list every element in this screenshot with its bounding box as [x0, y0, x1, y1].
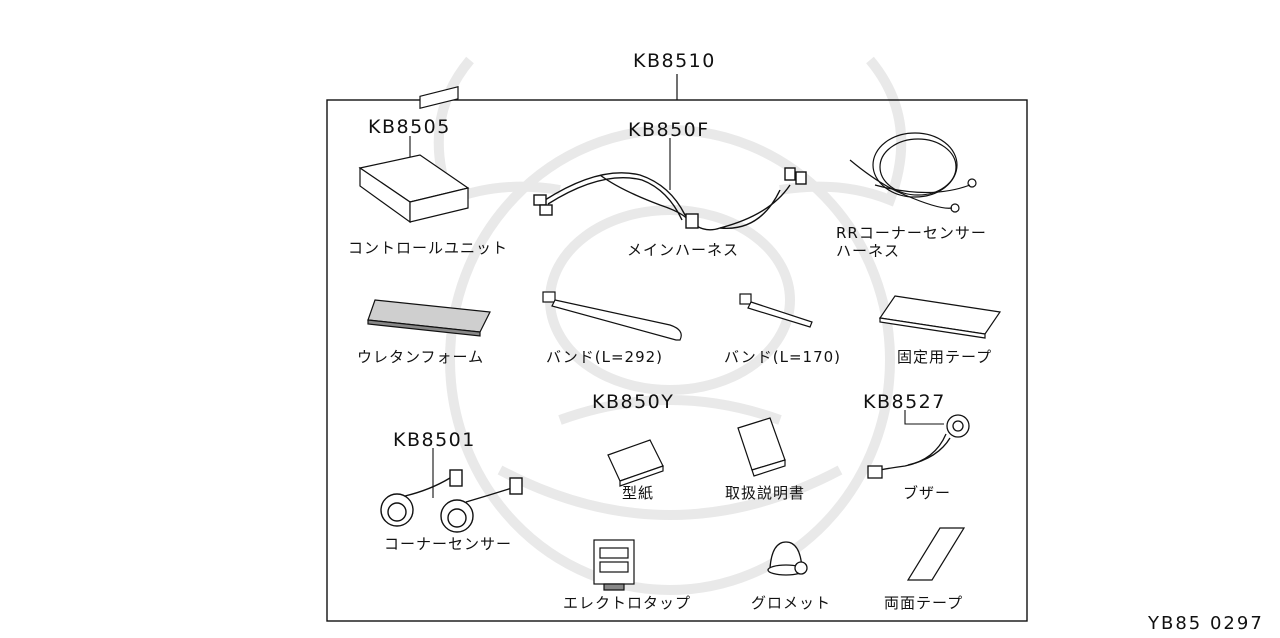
label-urethane-foam: ウレタンフォーム [357, 348, 485, 366]
rr-harness-drawing [849, 132, 977, 213]
label-rr-harness: RRコーナーセンサー [836, 224, 987, 242]
band-170-drawing [739, 293, 813, 328]
label-band-170: バンド(L=170) [724, 348, 842, 366]
label-grommet: グロメット [751, 594, 832, 612]
fixing-tape-drawing [878, 295, 1002, 339]
label-main-harness: メインハーネス [627, 241, 740, 259]
band-292-drawing [542, 291, 682, 341]
control-unit-drawing [358, 86, 470, 224]
part-code-control-unit: KB8505 [368, 116, 451, 138]
buzzer-drawing [867, 414, 970, 479]
drawing-reference-number: YB85 0297 [1148, 613, 1264, 634]
label-fixing-tape: 固定用テープ [897, 348, 993, 366]
part-code-main-harness: KB850F [628, 119, 710, 141]
label-electro-tap: エレクトロタップ [563, 594, 692, 612]
template-drawing [607, 439, 664, 487]
double-tape-drawing [906, 527, 966, 581]
label-manual: 取扱説明書 [725, 484, 806, 502]
urethane-foam-drawing [367, 299, 491, 337]
label-band-292: バンド(L=292) [546, 348, 664, 366]
kit-code: KB8510 [633, 50, 716, 72]
label-rr-harness-line2: ハーネス [836, 242, 901, 260]
main-harness-drawing [533, 167, 807, 231]
label-buzzer: ブザー [903, 484, 952, 502]
corner-sensor-drawing [380, 469, 523, 533]
part-code-buzzer: KB8527 [863, 391, 946, 413]
manual-drawing [737, 417, 786, 477]
grommet-drawing [767, 541, 808, 576]
label-corner-sensor: コーナーセンサー [384, 535, 513, 553]
label-template: 型紙 [622, 484, 655, 502]
label-control-unit: コントロールユニット [348, 239, 509, 257]
watermark-emblem [433, 56, 907, 595]
part-code-corner-sensor: KB8501 [393, 429, 476, 451]
label-double-tape: 両面テープ [884, 594, 964, 612]
part-code-template: KB850Y [592, 391, 675, 413]
leader-kb8527 [904, 410, 944, 425]
electro-tap-drawing [593, 539, 635, 591]
